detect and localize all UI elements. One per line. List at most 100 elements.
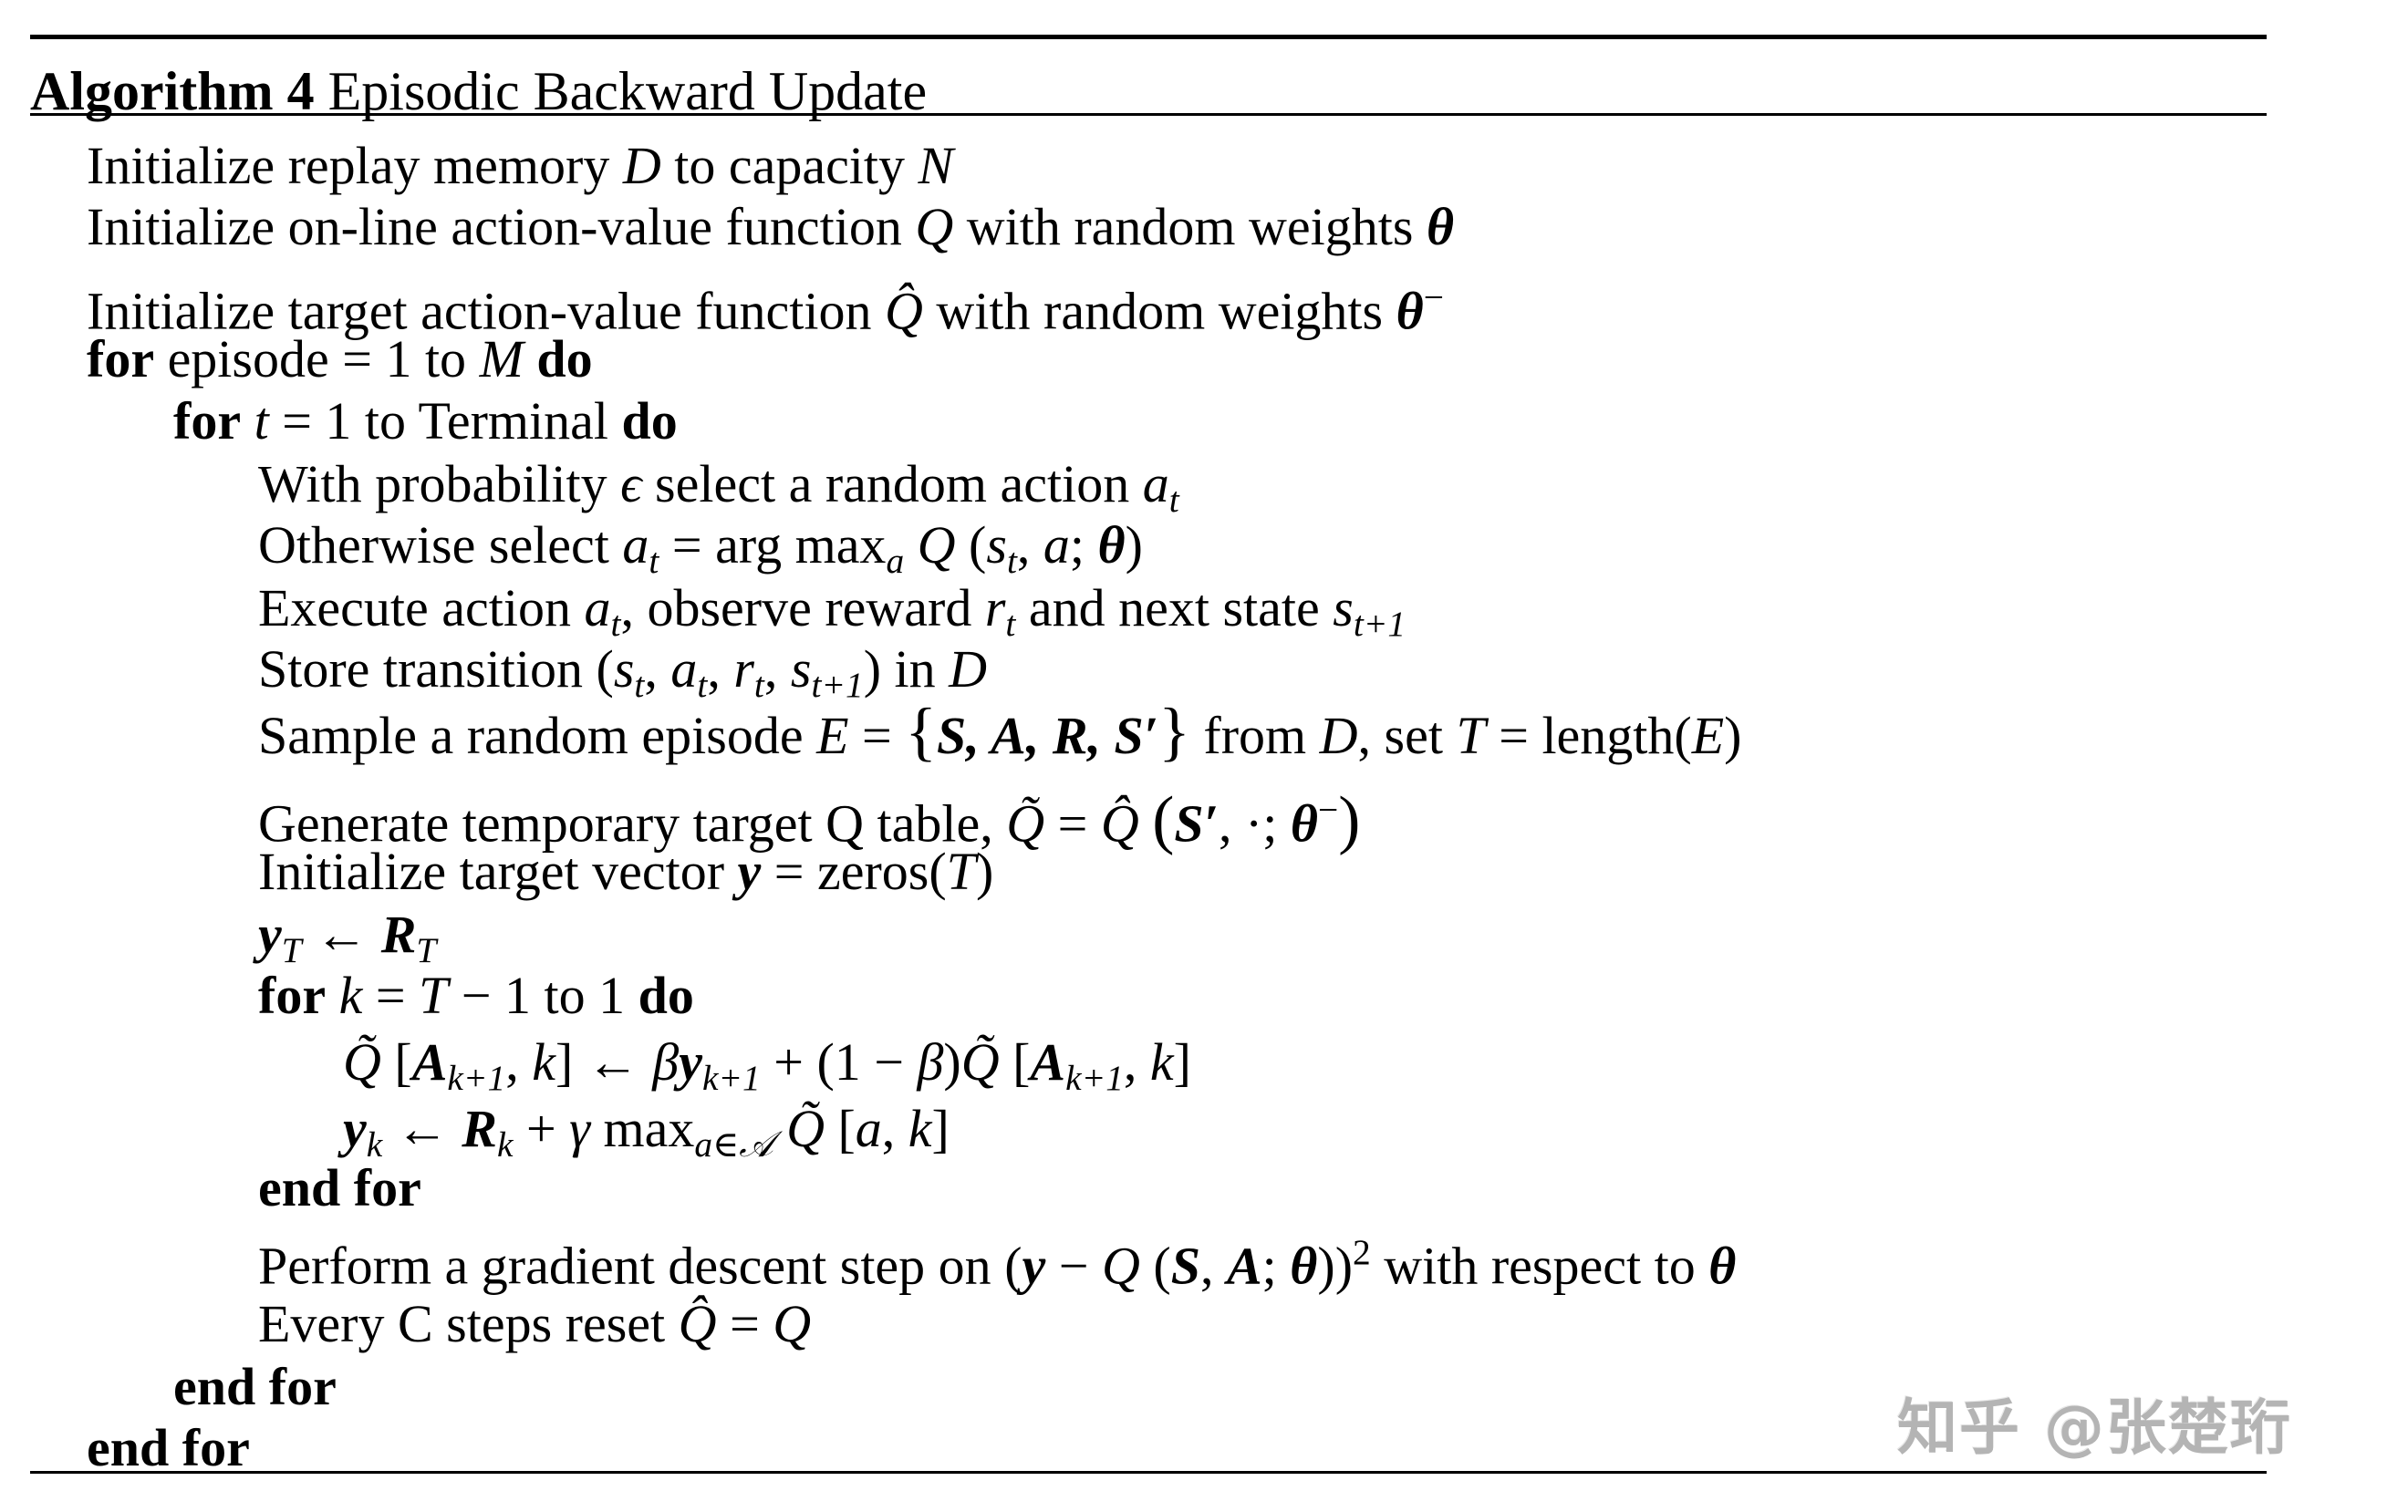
math-symbol: A (411, 1032, 448, 1092)
line-text: , (1016, 515, 1043, 575)
algorithm-line: Perform a gradient descent step on (y − … (258, 1234, 1736, 1292)
keyword: end for (87, 1418, 250, 1477)
math-symbol: a (886, 541, 905, 582)
math-symbol: Q̂ (885, 281, 923, 341)
math-symbol: D (1319, 706, 1358, 765)
line-text: Initialize on-line action-value function (87, 197, 916, 256)
keyword: for (258, 966, 327, 1025)
math-symbol: Q̃ (343, 1032, 381, 1092)
line-text: ( (1139, 1236, 1171, 1296)
math-symbol: θ (1290, 1236, 1318, 1296)
math-symbol: t (254, 391, 269, 450)
math-symbol: t (753, 665, 764, 706)
math-symbol: r (733, 639, 754, 699)
math-symbol: k (1149, 1032, 1174, 1092)
math-symbol: k+1 (701, 1058, 761, 1099)
line-text: max (590, 1099, 695, 1158)
line-text: Sample a random episode (258, 706, 817, 765)
line-text: and next state (1015, 578, 1334, 637)
math-symbol: Q̃ (786, 1099, 825, 1158)
algorithm-line: yk ← Rk + γ maxa∈𝒜 Q̃ [a, k] (343, 1103, 950, 1163)
watermark: 知乎 @张楚珩 (1897, 1393, 2292, 1463)
math-symbol: E (1691, 706, 1725, 765)
math-symbol: Q (773, 1294, 812, 1353)
line-text: ( (596, 639, 614, 699)
line-text: ; (1261, 1236, 1291, 1296)
line-text: [ (824, 1099, 856, 1158)
line-text: [ (999, 1032, 1031, 1092)
math-symbol: k+1 (1065, 1058, 1124, 1099)
algorithm-line: With probability ϵ select a random actio… (258, 458, 1179, 518)
math-symbol: β (917, 1032, 944, 1092)
line-text (1139, 794, 1153, 854)
math-symbol: s (613, 639, 635, 699)
keyword: do (638, 966, 694, 1025)
math-symbol: t (697, 665, 708, 706)
line-text: select a random action (641, 454, 1143, 513)
math-symbol: T (946, 842, 976, 901)
math-symbol: T (1456, 706, 1486, 765)
line-text: ) (1724, 706, 1742, 765)
math-symbol: θ (1426, 197, 1455, 256)
keyword: end for (173, 1357, 337, 1416)
math-symbol: − (1318, 790, 1339, 830)
line-text: , (644, 639, 671, 699)
line-text: = length( (1485, 706, 1692, 765)
math-symbol: k (366, 1124, 383, 1165)
math-symbol: k+1 (447, 1058, 506, 1099)
keyword: do (536, 329, 593, 388)
line-text: + (513, 1099, 570, 1158)
math-symbol: t (1006, 541, 1017, 582)
algorithm-line: Q̃ [Ak+1, k] ← βyk+1 + (1 − β)Q̃ [Ak+1, … (343, 1036, 1191, 1096)
math-symbol: N (918, 136, 954, 195)
line-text: with random weights (922, 281, 1396, 341)
math-symbol: Q (915, 197, 954, 256)
math-symbol: M (479, 329, 524, 388)
math-symbol: { (905, 694, 938, 768)
line-text (773, 1099, 787, 1158)
math-symbol: s (1333, 578, 1354, 637)
line-text: = (1044, 793, 1101, 854)
math-symbol: Q̂ (1100, 793, 1139, 854)
algorithm-line: Initialize target action-value function … (87, 279, 1444, 337)
line-text: = (848, 706, 906, 765)
math-symbol: γ (569, 1099, 591, 1158)
line-text: episode = 1 to (154, 329, 480, 388)
algorithm-line: Store transition (st, at, rt, st+1) in D (258, 643, 987, 703)
line-text (241, 391, 254, 450)
math-symbol: Q (917, 515, 956, 575)
math-symbol: k (338, 966, 363, 1025)
line-text: , (763, 639, 791, 699)
math-symbol: ϵ (620, 454, 642, 513)
line-text: ] ← (555, 1032, 653, 1092)
math-symbol: R (462, 1099, 497, 1158)
math-symbol: R (380, 905, 417, 964)
line-text: , observe reward (620, 578, 985, 637)
math-symbol: a (584, 578, 611, 637)
math-symbol: k (496, 1124, 514, 1165)
line-text: , (1199, 1236, 1227, 1296)
line-text: Execute action (258, 578, 585, 637)
math-symbol: t (634, 665, 645, 706)
math-symbol: y (258, 905, 282, 964)
math-symbol: Q̂ (678, 1294, 717, 1353)
line-text: , ·; (1218, 793, 1291, 854)
line-text: , (707, 639, 734, 699)
math-symbol: s (790, 639, 812, 699)
math-symbol: t (610, 604, 621, 645)
math-symbol: t (649, 541, 659, 582)
math-symbol: y (343, 1099, 367, 1158)
line-text: ( (1004, 1236, 1022, 1296)
line-text: ) (1125, 515, 1143, 575)
math-symbol: ( (1152, 782, 1175, 856)
algorithm-line: Sample a random episode E = {S, A, R, S′… (258, 698, 1742, 764)
line-text: − 1 to 1 (448, 966, 638, 1025)
math-symbol: A (1226, 1236, 1262, 1296)
line-text (524, 329, 537, 388)
line-text: + (1 − (760, 1032, 918, 1092)
algorithm-label: Algorithm 4 (30, 61, 315, 121)
math-symbol: t (1168, 480, 1179, 521)
math-symbol: T (419, 966, 449, 1025)
algorithm-line: Generate temporary target Q table, Q̃ = … (258, 786, 1360, 853)
line-text (326, 966, 339, 1025)
